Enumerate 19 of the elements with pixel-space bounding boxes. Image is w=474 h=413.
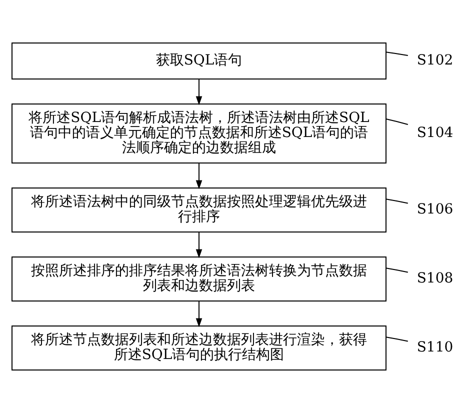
node-box: 将所述节点数据列表和所述边数据列表进行渲染，获得所述SQL语句的执行结构图 [12, 326, 386, 370]
arrow [196, 232, 202, 258]
connector [386, 52, 408, 56]
node-box: 将所述语法树中的同级节点数据按照处理逻辑优先级进行排序 [12, 188, 386, 232]
arrow [196, 162, 202, 190]
node-text: S108 [416, 270, 454, 287]
node-box: 将所述SQL语句解析成语法树，所述语法树由所述SQL语句中的语义单元确定的节点数据和所述SQL语句的语法顺序确定的边数据组成 [12, 104, 386, 164]
arrow [196, 300, 202, 328]
node-text: S106 [416, 202, 454, 218]
arrow [196, 78, 202, 106]
node-box: 获取SQL语句 [12, 42, 386, 80]
connector [386, 268, 408, 273]
node-box: 按照所述排序的排序结果将所述语法树转换为节点数据列表和边数据列表 [12, 256, 386, 302]
node-text: S104 [416, 125, 454, 142]
connector [386, 336, 408, 342]
node-text: S102 [416, 52, 454, 69]
node-text: S110 [416, 340, 454, 356]
connector [386, 198, 408, 204]
connector [386, 118, 408, 125]
